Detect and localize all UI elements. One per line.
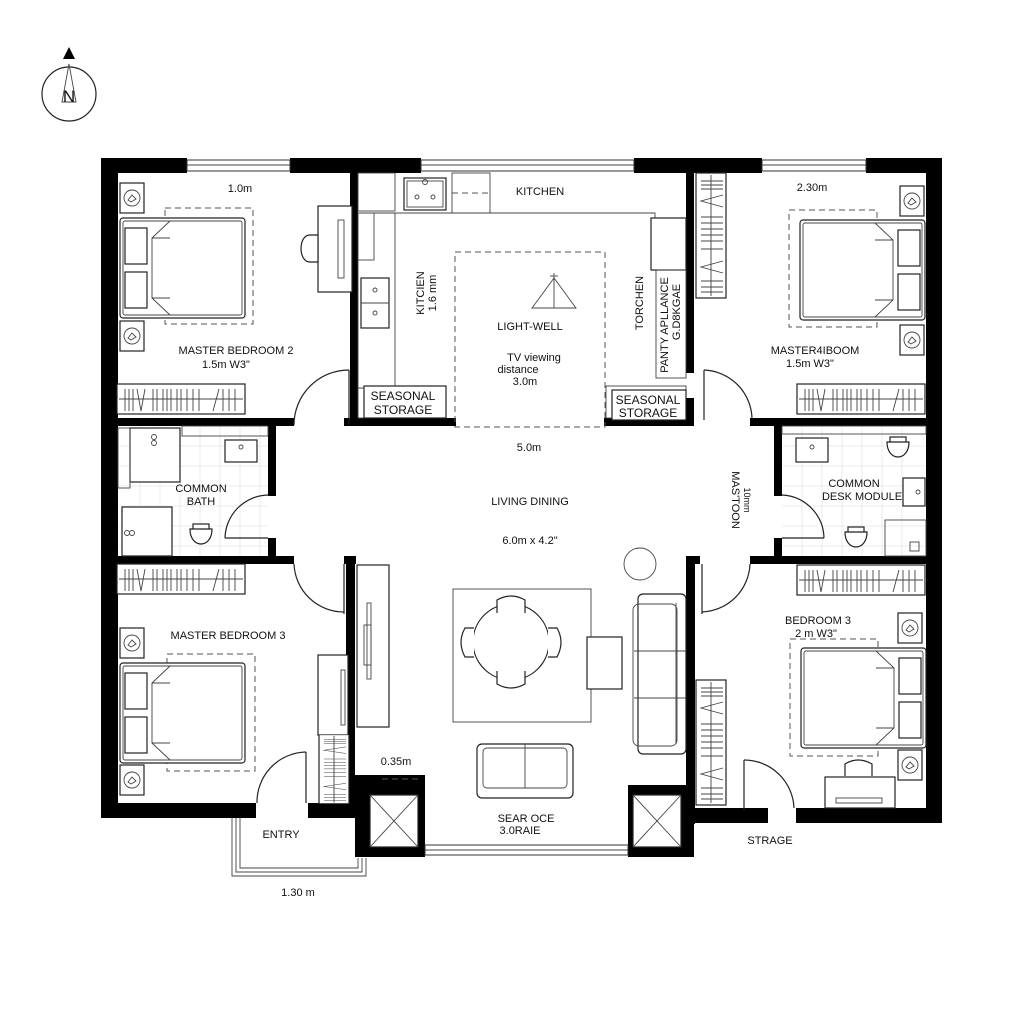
seasonal-storage-right: [611, 389, 687, 421]
room-common-bath: COMMON BATH: [117, 425, 269, 557]
pantry-sublabel: G.D8KGAE: [671, 284, 683, 340]
dim-label: 1.30 m: [281, 887, 315, 899]
room-label: KITCHEN: [516, 186, 564, 198]
desk: [317, 205, 353, 293]
room-living-dining: 5.0m LIVING DINING 6.0m x 4.2" 0.35m SEA…: [293, 442, 751, 837]
room-label: COMMON: [828, 478, 879, 490]
light-well-outline: [454, 251, 606, 428]
desk: [317, 654, 349, 736]
windows: [186, 159, 867, 856]
room-label: DESK MODULE: [822, 491, 902, 503]
chair: [300, 234, 319, 263]
storage-label: STORAGE: [619, 406, 677, 420]
room-bedroom-3: BEDROOM 3 2 m W3" STRAGE: [695, 564, 927, 847]
room-label: MASTER BEDROOM 2: [179, 345, 294, 357]
tv-distance-label-2: distance: [498, 364, 539, 376]
room-common-desk-module: COMMON DESK MODULE: [781, 425, 927, 557]
seasonal-storage-left: [363, 385, 447, 419]
tv-unit: [356, 564, 390, 728]
room-entry: ENTRY 1.30 m: [231, 818, 367, 899]
tv-distance-value: 3.0m: [513, 376, 537, 388]
walls: [101, 158, 942, 857]
shower: [129, 427, 181, 483]
room-label: COMMON: [175, 483, 226, 495]
chair: [460, 627, 474, 658]
room-sublabel: 1.5m W3": [786, 358, 834, 370]
sink-icon: [403, 177, 447, 211]
room-kitchen: KITCHEN KITCIEN 1.6 mm TORCHEN PANTY APL…: [357, 172, 687, 428]
dining-table: [472, 603, 550, 681]
area-sublabel: 3.0RAIE: [500, 825, 541, 837]
dim-label: 2.30m: [797, 182, 828, 194]
storage-label: SEASONAL: [616, 393, 681, 407]
room-label: LIVING DINING: [491, 496, 569, 508]
mastoon-sublabel: 10mm: [742, 487, 752, 512]
room-master-bedroom-3: MASTER BEDROOM 3: [116, 563, 350, 805]
light-well-label: LIGHT-WELL: [497, 321, 562, 333]
compass-label: N: [63, 87, 75, 106]
room-label: BEDROOM 3: [785, 615, 851, 627]
dim-label: 0.35m: [381, 756, 412, 768]
north-arrow-icon: N: [41, 47, 97, 122]
chair: [496, 671, 526, 689]
kitchen-right-label: TORCHEN: [634, 276, 646, 330]
dim-label: 5.0m: [517, 442, 541, 454]
area-label: SEAR OCE: [498, 813, 555, 825]
shower-2: [121, 506, 173, 557]
strage-label: STRAGE: [747, 835, 792, 847]
room-sublabel: 2 m W3": [795, 628, 837, 640]
room-label: BATH: [187, 496, 216, 508]
tv-distance-label: TV viewing: [507, 352, 561, 364]
sink-icon: [902, 477, 926, 507]
room-master-bedroom-4: 2.30m MASTER4IBOOM 1.5m W3": [695, 172, 926, 420]
kitchen-side-sub: 1.6 mm: [427, 275, 439, 312]
storage-label: STORAGE: [374, 403, 432, 417]
column-left: [369, 794, 419, 848]
room-sublabel: 1.5m W3": [202, 359, 250, 371]
dim-label: 1.0m: [228, 183, 252, 195]
room-label: ENTRY: [262, 829, 300, 841]
room-label: MASTER BEDROOM 3: [171, 630, 286, 642]
chair: [844, 759, 873, 776]
room-master-bedroom-2: 1.0m MASTER BEDROOM 2 1.5m W3": [116, 182, 353, 426]
pantry-label: PANTY APLLANCE: [659, 277, 671, 373]
mastoon-label: MAS'TOON: [729, 471, 741, 529]
mastoon-label-group: MAS'TOON 10mm: [729, 471, 752, 529]
chair: [548, 627, 562, 658]
room-dim: 6.0m x 4.2": [502, 535, 557, 547]
sofa: [637, 593, 687, 755]
chair: [496, 595, 526, 613]
storage-label: SEASONAL: [371, 389, 436, 403]
side-table: [586, 636, 623, 690]
sink-icon: [224, 439, 258, 463]
column-right: [632, 794, 682, 848]
plant-icon: [623, 547, 657, 581]
kitchen-side-label: KITCIEN: [415, 271, 427, 314]
sink-icon: [795, 437, 829, 463]
room-label: MASTER4IBOOM: [771, 345, 860, 357]
